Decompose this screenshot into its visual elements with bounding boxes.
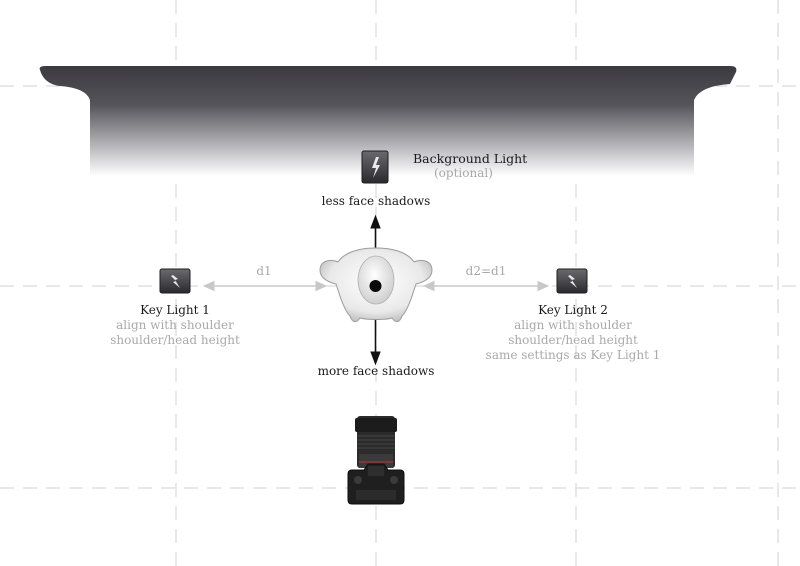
- backdrop: [39, 66, 737, 176]
- key-light-1-title: Key Light 1: [140, 303, 210, 317]
- key-light-2-title: Key Light 2: [538, 303, 608, 317]
- distance-arrow-left: [202, 280, 328, 292]
- key-light-2-line3: same settings as Key Light 1: [485, 348, 661, 362]
- key-light-2-flash-icon: [556, 268, 588, 294]
- distance-label-d1: d1: [256, 264, 272, 278]
- distance-arrow-right: [422, 280, 550, 292]
- key-light-1-line2: shoulder/head height: [110, 333, 240, 347]
- key-light-2-line2: shoulder/head height: [508, 333, 638, 347]
- camera-icon: [347, 416, 405, 505]
- key-light-1-flash-icon: [159, 268, 191, 294]
- background-light-note: (optional): [434, 166, 493, 180]
- less-face-shadows-label: less face shadows: [321, 194, 431, 208]
- more-face-shadows-label: more face shadows: [317, 364, 435, 378]
- background-light-title: Background Light: [413, 151, 528, 166]
- background-light-flash-icon: [361, 150, 389, 184]
- key-light-2-line1: align with shoulder: [514, 318, 632, 332]
- key-light-1-line1: align with shoulder: [116, 318, 234, 332]
- subject-top-view-icon: [319, 247, 433, 323]
- distance-label-d2: d2=d1: [465, 264, 507, 278]
